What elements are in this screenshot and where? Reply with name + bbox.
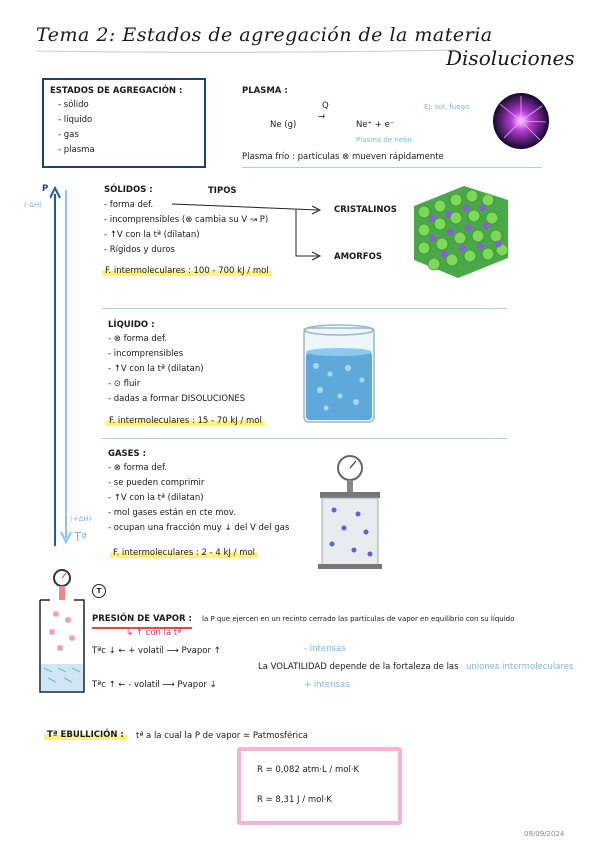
t-circle: T bbox=[92, 584, 106, 598]
presion-row2: Tªc ↑ ← - volatil ⟶ Pvapor ↓ bbox=[92, 680, 217, 690]
liquido-list: - ⊗ forma def. - incomprensibles - ↑V co… bbox=[108, 332, 245, 407]
presion-row1: Tªc ↓ ← + volatil ⟶ Pvapor ↑ bbox=[92, 646, 221, 656]
page-title: Tema 2: Estados de agregación de la mate… bbox=[36, 24, 493, 46]
plasma-heading: PLASMA : bbox=[242, 86, 288, 96]
constant-r2: R = 8,31 J / mol·K bbox=[257, 795, 332, 805]
gases-fuerzas: F. intermoleculares : 2 - 4 kJ / mol bbox=[110, 546, 259, 561]
solidos-amorfos: AMORFOS bbox=[334, 252, 382, 262]
axis-dh-bottom: (+ΔH) bbox=[70, 515, 92, 523]
plasma-cold: Plasma frío : partículas ⊗ mueven rápida… bbox=[242, 152, 444, 162]
divider bbox=[242, 167, 542, 168]
divider bbox=[102, 438, 507, 439]
list-item: - gas bbox=[58, 130, 79, 140]
beaker-image bbox=[303, 324, 375, 423]
estados-box: ESTADOS DE AGREGACIÓN : - sólido - líqui… bbox=[42, 78, 206, 168]
crystal-lattice-image bbox=[414, 186, 509, 278]
gases-heading: GASES : bbox=[108, 449, 146, 459]
plasma-ball-image bbox=[493, 93, 549, 149]
presion-uniones: uniones intermoleculares bbox=[466, 662, 574, 672]
list-item: - se pueden comprimir bbox=[108, 478, 205, 488]
tipos-arrows bbox=[171, 203, 322, 261]
constant-r1: R = 0,082 atm·L / mol·K bbox=[257, 765, 360, 775]
solidos-tipos: TIPOS bbox=[208, 186, 237, 196]
list-item: - dadas a formar DISOLUCIONES bbox=[108, 394, 246, 404]
axis-dh-top: (-ΔH) bbox=[24, 201, 43, 209]
list-item: - forma def. bbox=[104, 200, 154, 210]
ebullicion-heading: Tª EBULLICIÓN : bbox=[44, 728, 127, 743]
solidos-list: - forma def. - incomprensibles (⊗ cambia… bbox=[104, 198, 268, 258]
presion-mas-intensas: - intensas bbox=[304, 644, 346, 654]
solidos-heading: SÓLIDOS : bbox=[104, 185, 153, 195]
liquido-heading: LÍQUIDO : bbox=[108, 320, 155, 330]
liquido-fuerzas: F. intermoleculares : 15 - 70 kJ / mol bbox=[106, 414, 265, 429]
plasma-examples: Ej: sol, fuego bbox=[424, 103, 470, 111]
title-underline bbox=[36, 49, 456, 53]
plasma-arrow: → bbox=[318, 112, 326, 122]
plasma-neon-label: Plasma de neón bbox=[356, 136, 412, 144]
plasma-q: Q bbox=[322, 101, 329, 111]
presion-sub: ↳ ↑ con la tª bbox=[126, 628, 182, 638]
axis-arrows bbox=[50, 186, 72, 546]
estados-list: - sólido - líquido - gas - plasma bbox=[58, 98, 95, 158]
list-item: - sólido bbox=[58, 100, 89, 110]
list-item: - incomprensibles (⊗ cambia su V ↝ P) bbox=[104, 215, 269, 225]
list-item: - ⊙ fluir bbox=[108, 379, 141, 389]
list-item: - ↑V con la tª (dilatan) bbox=[104, 230, 200, 240]
list-item: - incomprensibles bbox=[108, 349, 184, 359]
page-subtitle: Disoluciones bbox=[446, 46, 575, 70]
presion-volatilidad: La VOLATILIDAD depende de la fortaleza d… bbox=[258, 662, 459, 672]
axis-t-label: Tª bbox=[74, 530, 87, 544]
solidos-fuerzas: F. intermoleculares : 100 - 700 kJ / mol bbox=[102, 264, 272, 279]
list-item: - ⊗ forma def. bbox=[108, 334, 168, 344]
solidos-cristalinos: CRISTALINOS bbox=[334, 205, 397, 215]
presion-menos-intensas: + intensas bbox=[304, 680, 350, 690]
gas-container-image bbox=[318, 455, 382, 569]
vapor-container-image bbox=[39, 569, 85, 693]
list-item: - ↑V con la tª (dilatan) bbox=[108, 364, 204, 374]
list-item: - ocupan una fracción muy ↓ del V del ga… bbox=[108, 523, 290, 533]
ebullicion-text: tª a la cual la P de vapor = Patmosféric… bbox=[136, 731, 308, 741]
plasma-reaction-left: Ne (g) bbox=[270, 120, 297, 130]
estados-heading: ESTADOS DE AGREGACIÓN : bbox=[50, 86, 183, 96]
list-item: - líquido bbox=[58, 115, 93, 125]
list-item: - ⊗ forma def. bbox=[108, 463, 168, 473]
list-item: - mol gases están en cte mov. bbox=[108, 508, 236, 518]
constants-box: R = 0,082 atm·L / mol·K R = 8,31 J / mol… bbox=[237, 747, 402, 825]
list-item: - ↑V con la tª (dilatan) bbox=[108, 493, 204, 503]
gases-list: - ⊗ forma def. - se pueden comprimir - ↑… bbox=[108, 461, 289, 536]
axis-p-label: P bbox=[42, 184, 49, 194]
plasma-reaction-right: Ne⁺ + e⁻ bbox=[356, 120, 395, 130]
presion-definition: la P que ejercen en un recinto cerrado l… bbox=[202, 615, 515, 623]
list-item: - Rígidos y duros bbox=[104, 245, 175, 255]
presion-heading: PRESIÓN DE VAPOR : bbox=[92, 612, 192, 629]
page-date: 09/09/2024 bbox=[524, 830, 565, 838]
list-item: - plasma bbox=[58, 145, 95, 155]
divider bbox=[102, 308, 507, 309]
